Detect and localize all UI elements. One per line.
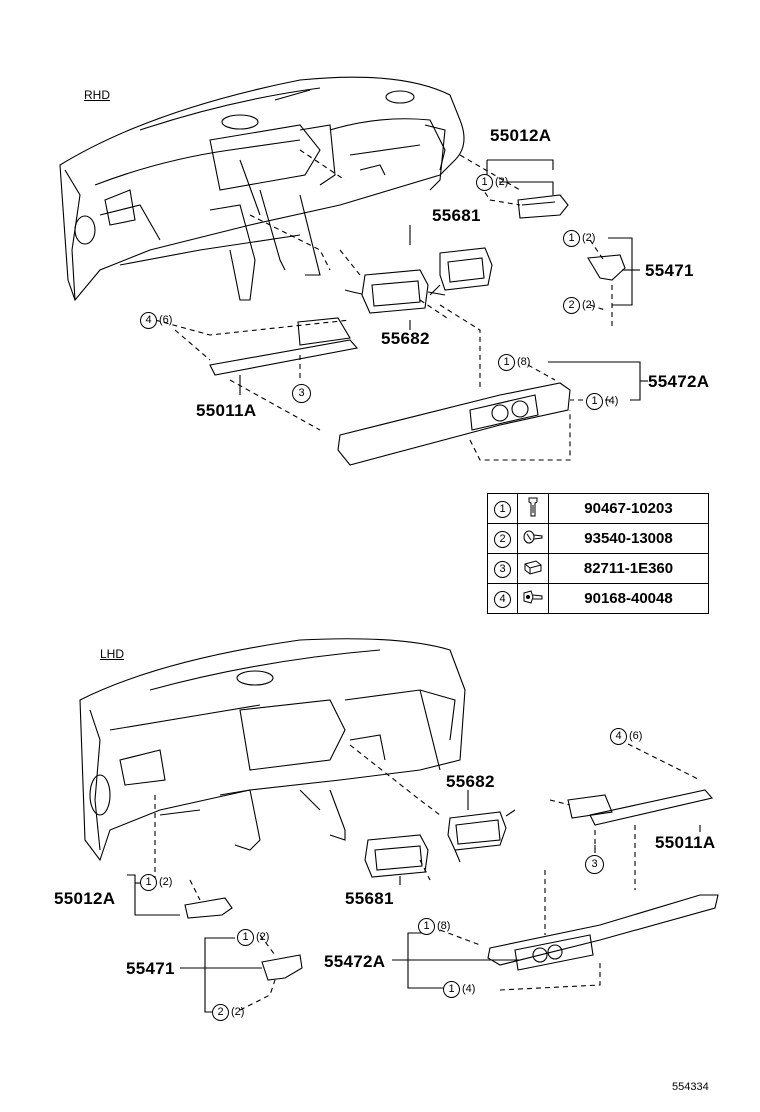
callout-lhd-55472a-b: 1(4) [443, 981, 475, 998]
part-label-lhd-55011a: 55011A [655, 833, 716, 852]
fastener-part-number: 82711-1E360 [548, 553, 709, 584]
callout-number: 2 [212, 1004, 229, 1021]
fastener-row: 1 90467-10203 [487, 493, 709, 524]
fastener-table: 1 90467-10203 2 93540-13008 3 82711-1E36… [487, 493, 709, 614]
callout-number: 1 [476, 174, 493, 191]
callout-rhd-55011a: 4(6) [140, 312, 172, 329]
part-label-lhd-55471: 55471 [126, 959, 175, 978]
callout-rhd-55471-b: 2(2) [563, 297, 595, 314]
callout-number: 1 [586, 393, 603, 410]
fastener-number: 3 [494, 561, 511, 578]
callout-quantity: (6) [629, 730, 643, 742]
callout-quantity: (4) [462, 983, 476, 995]
lhd-55012a-part [184, 897, 233, 919]
callout-lhd-55471-b: 2(2) [212, 1004, 244, 1021]
part-label-rhd-55472a: 55472A [648, 372, 710, 391]
fastener-number: 1 [494, 501, 511, 518]
callout-number: 1 [443, 981, 460, 998]
lhd-instrument-panel [79, 638, 466, 862]
part-label-rhd-55011a: 55011A [196, 401, 257, 420]
part-label-rhd-55471: 55471 [645, 261, 694, 280]
callout-lhd-55472a-a: 1(8) [418, 918, 450, 935]
callout-quantity: (2) [256, 931, 270, 943]
callout-quantity: (6) [159, 314, 173, 326]
fastener-row: 4 90168-40048 [487, 583, 709, 614]
callout-quantity: (2) [582, 299, 596, 311]
callout-quantity: (2) [495, 176, 509, 188]
callout-number: 1 [563, 230, 580, 247]
callout-number: 1 [140, 874, 157, 891]
callout-quantity: (8) [437, 920, 451, 932]
rhd-55011a-part [209, 317, 359, 376]
callout-rhd-55472a-b: 1(4) [586, 393, 618, 410]
callout-lhd-55011a: 4(6) [610, 728, 642, 745]
callout-number: 2 [563, 297, 580, 314]
callout-rhd-55012a: 1(2) [476, 174, 508, 191]
callout-lhd-55011a-fastener-3: 3 [585, 855, 604, 874]
part-label-rhd-55681: 55681 [432, 206, 481, 225]
fastener-part-number: 93540-13008 [548, 523, 709, 554]
lhd-55681-part [364, 834, 429, 878]
lhd-section-label: LHD [100, 647, 125, 661]
callout-quantity: (2) [231, 1006, 245, 1018]
bolt-icon [523, 589, 543, 604]
callout-rhd-55472a-a: 1(8) [498, 354, 530, 371]
fastener-part-number: 90467-10203 [548, 493, 709, 524]
nut-clip-icon [524, 559, 542, 575]
clip-icon [528, 497, 538, 516]
part-label-lhd-55682: 55682 [446, 772, 495, 791]
callout-quantity: (4) [605, 395, 619, 407]
part-label-rhd-55682: 55682 [381, 329, 430, 348]
lhd-55682-part [447, 809, 516, 863]
rhd-55682-part [344, 269, 446, 314]
rhd-55681-part [429, 247, 493, 296]
callout-number: 1 [418, 918, 435, 935]
rhd-55012a-part [517, 194, 569, 219]
screw-icon [523, 530, 543, 543]
part-label-lhd-55681: 55681 [345, 889, 394, 908]
fastener-row: 3 82711-1E360 [487, 553, 709, 584]
callout-number: 4 [140, 312, 157, 329]
callout-number: 1 [237, 929, 254, 946]
callout-rhd-55471-a: 1(2) [563, 230, 595, 247]
callout-quantity: (2) [159, 876, 173, 888]
rhd-55471-part [587, 254, 626, 281]
callout-lhd-55471-a: 1(2) [237, 929, 269, 946]
rhd-instrument-panel [59, 76, 465, 302]
callout-lhd-55012a: 1(2) [140, 874, 172, 891]
fastener-part-number: 90168-40048 [548, 583, 709, 614]
lhd-55472a-part [487, 894, 719, 971]
callout-rhd-55011a-fastener-3: 3 [292, 384, 311, 403]
rhd-55472a-part [337, 382, 571, 466]
figure-id: 554334 [672, 1081, 709, 1093]
part-label-rhd-55012a: 55012A [490, 126, 552, 145]
part-label-lhd-55012a: 55012A [54, 889, 116, 908]
callout-number: 1 [498, 354, 515, 371]
rhd-section-label: RHD [84, 88, 110, 102]
fastener-number: 2 [494, 531, 511, 548]
callout-quantity: (2) [582, 232, 596, 244]
callout-number: 4 [610, 728, 627, 745]
callout-quantity: (8) [517, 356, 531, 368]
lhd-55011a-part [567, 789, 714, 826]
lhd-55471-part [261, 954, 303, 981]
part-label-lhd-55472a: 55472A [324, 952, 386, 971]
fastener-row: 2 93540-13008 [487, 523, 709, 554]
fastener-number: 4 [494, 591, 511, 608]
